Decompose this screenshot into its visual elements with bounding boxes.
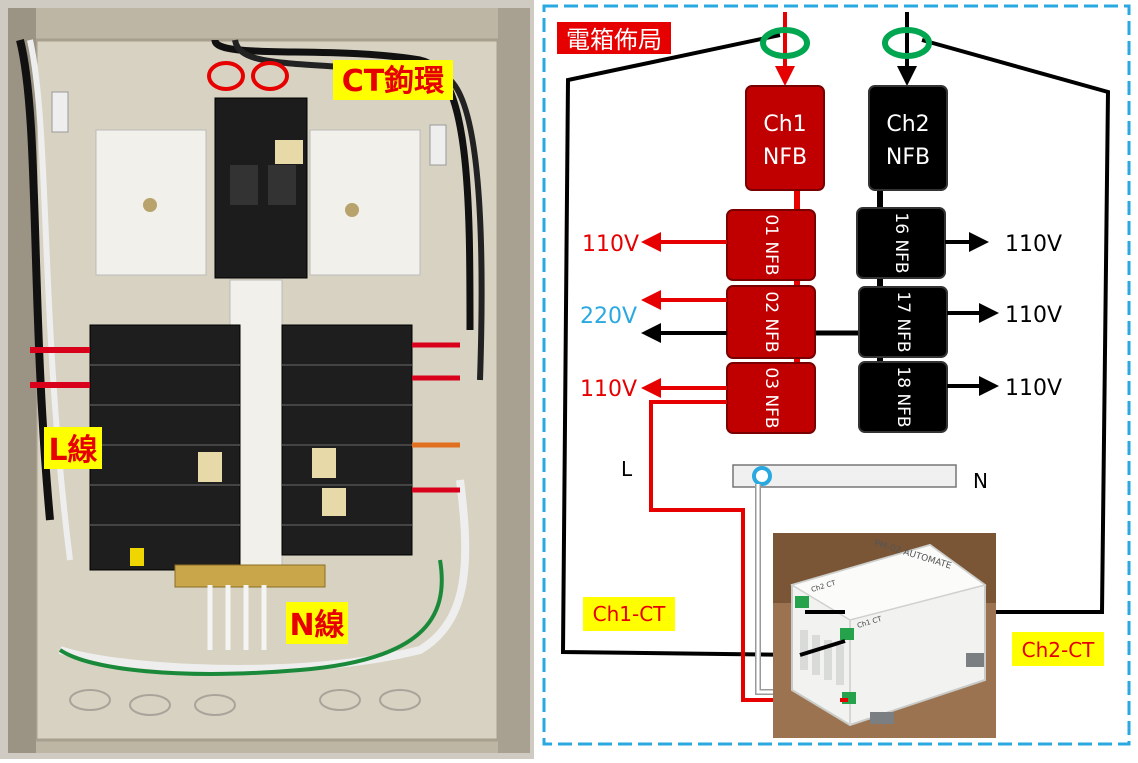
branch-breaker-16: 16 NFB — [857, 208, 945, 278]
svg-text:17 NFB: 17 NFB — [893, 291, 913, 352]
ch2-ct-label: Ch2-CT — [1022, 638, 1096, 662]
neutral-terminal-icon — [754, 468, 770, 484]
ch2-main-breaker: Ch2 NFB — [869, 86, 947, 190]
ch1-ct-label: Ch1-CT — [593, 602, 667, 626]
n-wire-label: N線 — [289, 608, 344, 643]
photo-svg: CT鉤環 L線 N線 — [0, 0, 534, 759]
svg-text:01 NFB: 01 NFB — [761, 214, 781, 275]
power-meter-device: PM-02 AUTOMATE Ch2 CT Ch1 CT — [773, 533, 996, 738]
standoff-post — [52, 92, 68, 132]
svg-text:03 NFB: 03 NFB — [761, 367, 781, 428]
ch1-main-breaker: Ch1 NFB — [746, 86, 824, 190]
diagram-svg: 電箱佈局 Ch1 NFB Ch2 NFB 01 NFB 02 NFB 03 NF… — [534, 0, 1138, 759]
svg-text:16 NFB: 16 NFB — [891, 212, 911, 273]
blank-holder — [310, 130, 420, 275]
branch-breaker-03: 03 NFB — [727, 363, 815, 433]
neutral-bus-bar — [175, 565, 325, 587]
l-wire-label: L線 — [48, 433, 97, 468]
ct-clamp-label: CT鉤環 — [342, 64, 445, 99]
wiring-diagram: 電箱佈局 Ch1 NFB Ch2 NFB 01 NFB 02 NFB 03 NF… — [534, 0, 1138, 759]
voltage-label-02: 220V — [580, 304, 637, 329]
breaker-panel-photo: CT鉤環 L線 N線 — [0, 0, 534, 759]
l-label: L — [621, 457, 633, 481]
holder-screw — [143, 198, 157, 212]
left-branch-breakers — [90, 325, 240, 570]
svg-text:18 NFB: 18 NFB — [893, 366, 913, 427]
svg-text:Ch2: Ch2 — [886, 112, 929, 137]
branch-breaker-18: 18 NFB — [859, 362, 947, 432]
right-branch-breakers — [282, 325, 412, 555]
diagram-title: 電箱佈局 — [566, 26, 662, 54]
ch2-ct-port-icon — [795, 596, 809, 608]
svg-text:02 NFB: 02 NFB — [761, 291, 781, 352]
main-breaker-handle — [268, 165, 296, 205]
voltage-label-16: 110V — [1005, 232, 1062, 257]
svg-text:NFB: NFB — [886, 145, 930, 170]
voltage-label-18: 110V — [1005, 376, 1062, 401]
branch-breaker-01: 01 NFB — [727, 210, 815, 280]
voltage-label-03: 110V — [580, 377, 637, 402]
breaker-sticker — [275, 140, 303, 164]
voltage-label-01: 110V — [582, 232, 639, 257]
svg-text:Ch1: Ch1 — [763, 112, 806, 137]
cabinet-right-side — [498, 8, 530, 753]
svg-text:NFB: NFB — [763, 145, 807, 170]
branch-breaker-17: 17 NFB — [859, 287, 947, 357]
main-breaker-handle — [230, 165, 258, 205]
ch1-ct-port-icon — [840, 628, 854, 640]
standoff-post — [430, 125, 446, 165]
holder-screw — [345, 203, 359, 217]
voltage-label-17: 110V — [1005, 303, 1062, 328]
branch-breaker-02: 02 NFB — [727, 286, 815, 358]
n-label: N — [973, 469, 988, 493]
